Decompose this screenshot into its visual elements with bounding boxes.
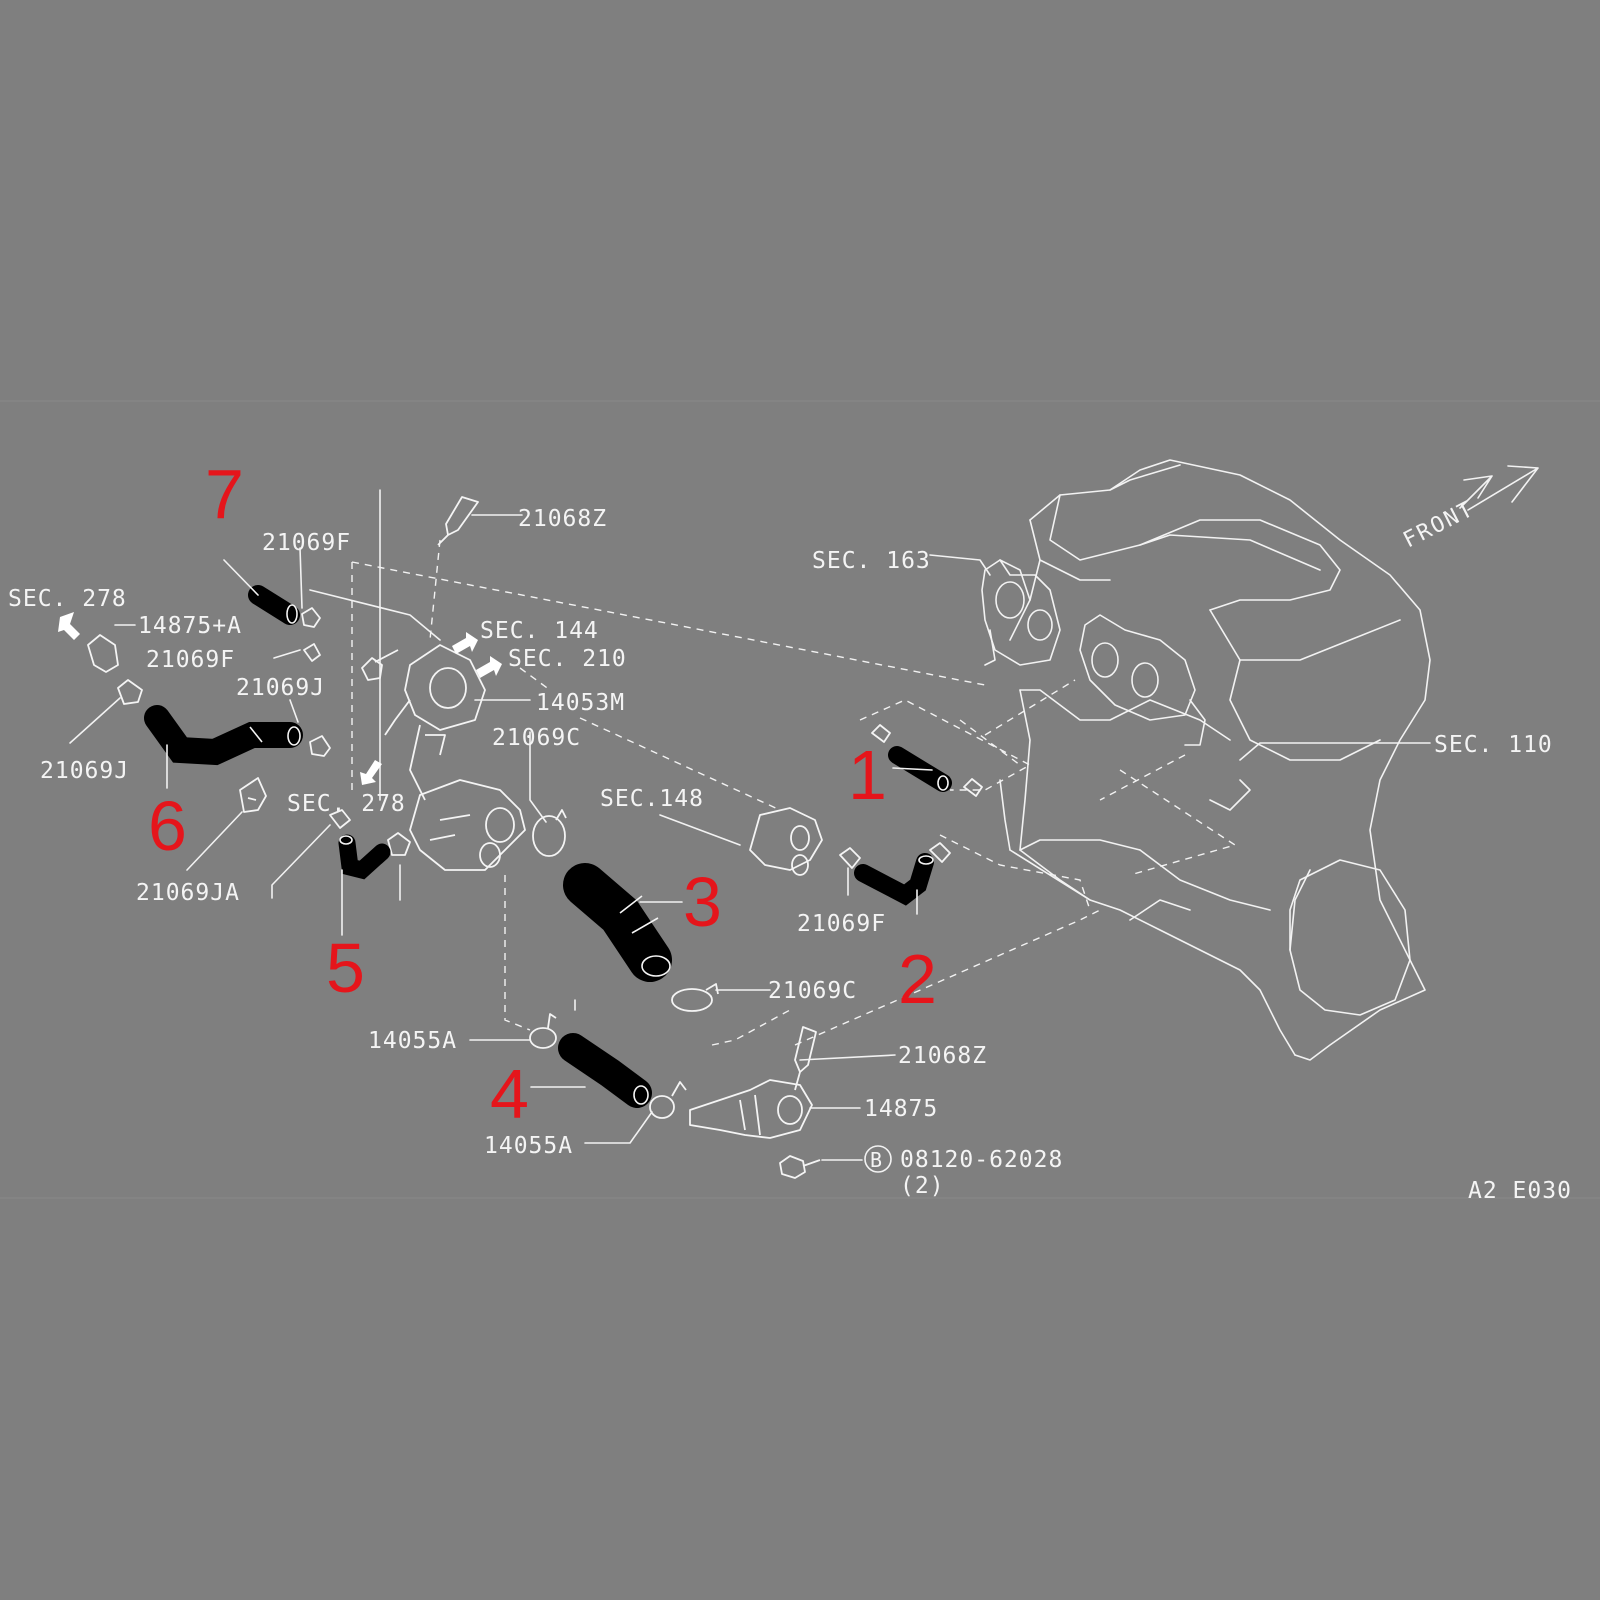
bolt-marker-icon: B — [864, 1145, 892, 1173]
water-pipe-14875 — [689, 1079, 813, 1139]
label-21069f-top: 21069F — [262, 530, 351, 556]
water-inlet-14053m — [404, 644, 486, 731]
callout-4: 4 — [490, 1055, 529, 1133]
part-labels: SEC. 278 14875+A 21069F 21069F 21069J 21… — [8, 506, 1572, 1204]
label-21069f-right: 21069F — [797, 911, 886, 937]
sensor-21068z-lower — [794, 1026, 817, 1091]
label-sec278-left: SEC. 278 — [8, 586, 127, 612]
parts-line-art — [87, 489, 983, 1179]
fitting-sec148 — [749, 807, 823, 871]
arrow-to-sec210-icon — [476, 656, 502, 678]
hose-6 — [144, 705, 303, 766]
callout-6: 6 — [148, 787, 187, 865]
label-21069j-right: 21069J — [236, 675, 325, 701]
label-14875: 14875 — [864, 1096, 938, 1122]
label-14055a-bottom: 14055A — [484, 1133, 573, 1159]
label-sec144: SEC. 144 — [480, 618, 599, 644]
engine-block — [999, 459, 1431, 1061]
label-14875a: 14875+A — [138, 613, 242, 639]
front-direction-indicator: FRONT — [1399, 465, 1539, 553]
hose-4 — [558, 1033, 652, 1108]
bolt-08120-62028 — [779, 1155, 821, 1179]
label-21069c-top: 21069C — [492, 725, 581, 751]
arrow-to-sec278-mid-icon — [360, 760, 382, 785]
flow-arrows — [58, 612, 502, 785]
label-21068z-top: 21068Z — [518, 506, 607, 532]
label-sec110: SEC. 110 — [1434, 732, 1553, 758]
svg-text:B: B — [870, 1148, 883, 1172]
label-21069f-mid: 21069F — [146, 647, 235, 673]
label-sec210: SEC. 210 — [508, 646, 627, 672]
callout-1: 1 — [848, 736, 887, 814]
hose-2 — [854, 853, 934, 906]
callout-pointers — [166, 559, 933, 1088]
label-21069j-left: 21069J — [40, 758, 129, 784]
drawing-panel-border — [0, 400, 1600, 1199]
sensor-21068z-upper — [437, 496, 479, 546]
label-bolt-quantity: (2) — [900, 1173, 945, 1199]
callout-5: 5 — [326, 929, 365, 1007]
fitting-14875a — [87, 634, 119, 673]
label-21068z-bottom: 21068Z — [898, 1043, 987, 1069]
front-arrow-icon — [1459, 465, 1539, 511]
label-sec163: SEC. 163 — [812, 548, 931, 574]
callout-2: 2 — [898, 940, 937, 1018]
label-sec278-mid: SEC. 278 — [287, 791, 406, 817]
label-21069c-bottom: 21069C — [768, 978, 857, 1004]
callout-3: 3 — [683, 863, 722, 941]
leader-lines — [69, 514, 1431, 1161]
arrow-to-sec144-icon — [452, 632, 478, 654]
label-14053m: 14053M — [536, 690, 625, 716]
assembly-dashed-lines — [351, 539, 1237, 1046]
drawing-code: A2 E030 — [1468, 1178, 1572, 1204]
label-bolt-part-number: 08120-62028 — [900, 1147, 1063, 1173]
water-outlet-housing — [409, 779, 526, 871]
hose-3 — [563, 863, 672, 982]
red-callouts: 1 2 3 4 5 6 7 — [148, 455, 937, 1133]
hose-5 — [338, 834, 391, 880]
front-label: FRONT — [1399, 496, 1478, 553]
arrow-to-sec278-left-icon — [58, 612, 80, 640]
intake-manifold — [981, 559, 1206, 746]
callout-7: 7 — [205, 455, 244, 533]
hose-7 — [248, 585, 300, 625]
label-21069ja: 21069JA — [136, 880, 240, 906]
label-sec148: SEC.148 — [600, 786, 704, 812]
label-14055a-top: 14055A — [368, 1028, 457, 1054]
